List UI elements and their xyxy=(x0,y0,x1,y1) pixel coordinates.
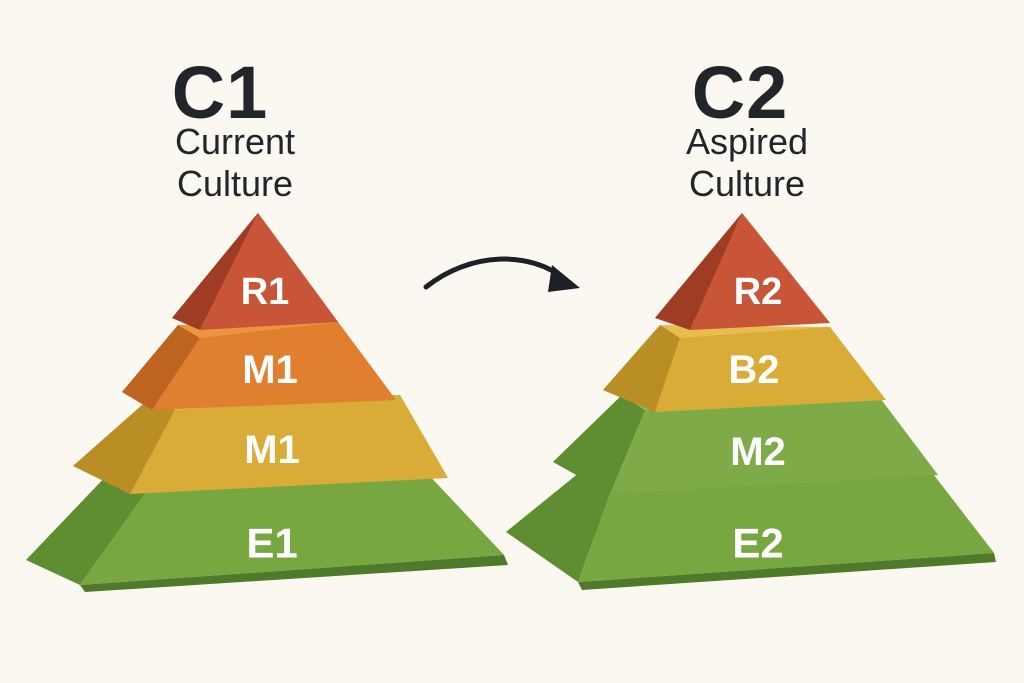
left-subtitle-line-2: Culture xyxy=(176,163,294,204)
right-layer-r2 xyxy=(655,213,830,330)
right-subtitle-line-1: Aspired xyxy=(685,121,809,162)
left-layer-m1-lower xyxy=(73,395,448,494)
right-code: C2 xyxy=(691,51,789,134)
left-subtitle-line-1: Current xyxy=(174,121,296,162)
left-layer-r1 xyxy=(172,213,338,330)
right-label-m2: M2 xyxy=(730,430,786,474)
left-label-r1: R1 xyxy=(241,271,290,313)
right-label-e2: E2 xyxy=(732,520,783,567)
left-subtitle: Current Culture xyxy=(120,124,350,202)
right-subtitle-line-2: Culture xyxy=(688,163,806,204)
left-label-m1-lower: M1 xyxy=(244,428,300,472)
right-label-r2: R2 xyxy=(734,271,783,313)
right-heading: C2 xyxy=(650,56,830,130)
arrow-head-icon xyxy=(548,265,580,292)
curved-arrow-right-icon xyxy=(423,256,569,290)
left-layer-m1-upper xyxy=(122,322,396,410)
left-code: C1 xyxy=(171,51,269,134)
left-label-m1-upper: M1 xyxy=(242,348,298,392)
right-pyramid: R2 B2 M2 E2 xyxy=(506,213,996,590)
left-pyramid: R1 M1 M1 E1 xyxy=(26,213,508,592)
right-layer-m2 xyxy=(553,395,938,494)
right-label-b2: B2 xyxy=(728,348,779,392)
left-label-e1: E1 xyxy=(246,520,297,567)
right-layer-b2 xyxy=(603,325,886,412)
left-heading: C1 xyxy=(130,56,310,130)
left-layer-e1 xyxy=(26,470,508,592)
right-subtitle: Aspired Culture xyxy=(632,124,862,202)
